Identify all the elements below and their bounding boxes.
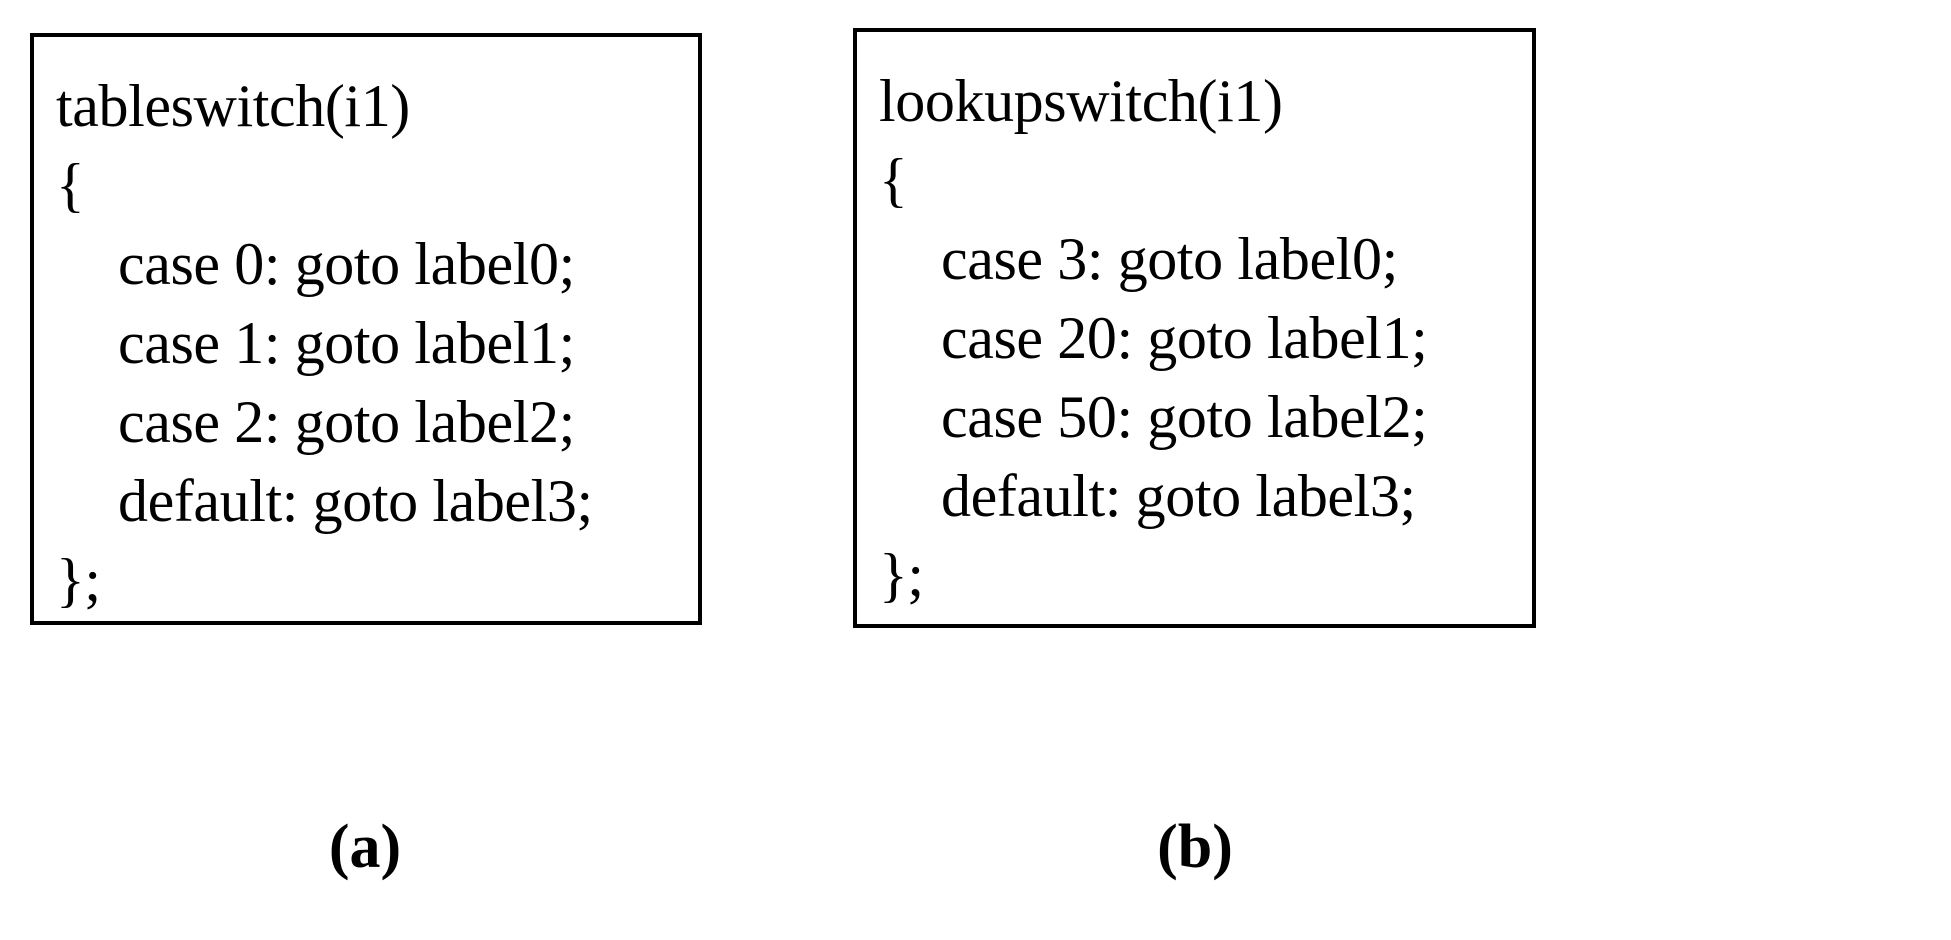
code-line-header: tableswitch(i1)	[56, 73, 410, 139]
code-line-case-20: case 20: goto label1;	[941, 305, 1428, 371]
code-line-default: default: goto label3;	[941, 463, 1416, 529]
code-line-open-brace: {	[56, 152, 85, 218]
code-line-case-2: case 2: goto label2;	[118, 389, 575, 455]
panel-caption-a: (a)	[328, 813, 402, 881]
code-block-lookupswitch: lookupswitch(i1) { case 3: goto label0; …	[857, 32, 1532, 615]
code-line-case-1: case 1: goto label1;	[118, 310, 575, 376]
code-line-header: lookupswitch(i1)	[879, 68, 1283, 134]
code-line-open-brace: {	[879, 147, 908, 213]
code-line-case-0: case 0: goto label0;	[118, 231, 575, 297]
panel-caption-b: (b)	[1157, 813, 1233, 881]
code-line-default: default: goto label3;	[118, 468, 593, 534]
code-line-close-brace: };	[56, 547, 101, 613]
code-line-case-50: case 50: goto label2;	[941, 384, 1428, 450]
code-box-tableswitch: tableswitch(i1) { case 0: goto label0; c…	[30, 33, 702, 625]
code-box-lookupswitch: lookupswitch(i1) { case 3: goto label0; …	[853, 28, 1536, 628]
code-block-tableswitch: tableswitch(i1) { case 0: goto label0; c…	[34, 37, 698, 620]
code-line-close-brace: };	[879, 542, 924, 608]
code-line-case-3: case 3: goto label0;	[941, 226, 1398, 292]
